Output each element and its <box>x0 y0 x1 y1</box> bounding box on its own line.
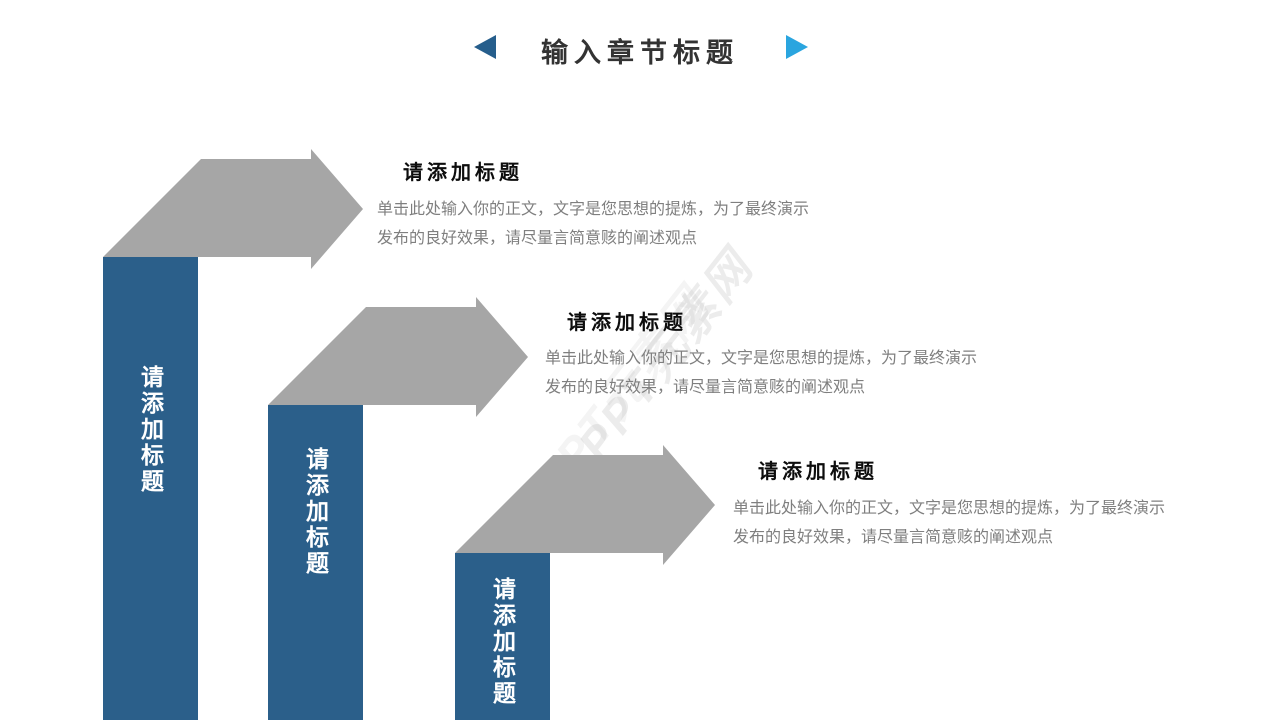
step-body-line-2: 发布的良好效果，请尽量言简意赅的阐述观点 <box>377 230 698 247</box>
step-body-line-1: 单击此处输入你的正文，文字是您思想的提炼，为了最终演示 <box>377 201 810 218</box>
step-title: 请添加标题 <box>567 312 687 334</box>
column-vertical-label: 请添加标题 <box>489 577 516 707</box>
step-arrow-shape <box>268 297 528 417</box>
step-title: 请添加标题 <box>403 162 523 184</box>
step-body-line-1: 单击此处输入你的正文，文字是您思想的提炼，为了最终演示 <box>545 350 978 367</box>
step-body-line-2: 发布的良好效果，请尽量言简意赅的阐述观点 <box>545 379 866 396</box>
step-body-line-2: 发布的良好效果，请尽量言简意赅的阐述观点 <box>733 529 1054 546</box>
step-column: 请添加标题 <box>103 257 198 720</box>
step-body: 单击此处输入你的正文，文字是您思想的提炼，为了最终演示 发布的良好效果，请尽量言… <box>377 195 809 253</box>
step-column: 请添加标题 <box>268 405 363 720</box>
next-triangle-icon <box>786 35 808 59</box>
column-vertical-label: 请添加标题 <box>302 447 329 577</box>
step-body: 单击此处输入你的正文，文字是您思想的提炼，为了最终演示 发布的良好效果，请尽量言… <box>545 344 977 402</box>
column-vertical-label: 请添加标题 <box>137 365 164 495</box>
step-arrow-shape <box>103 149 363 269</box>
step-title: 请添加标题 <box>758 461 878 483</box>
step-arrow-shape <box>455 445 715 565</box>
step-body: 单击此处输入你的正文，文字是您思想的提炼，为了最终演示 发布的良好效果，请尽量言… <box>733 494 1165 552</box>
prev-triangle-icon <box>474 35 496 59</box>
chapter-title: 输入章节标题 <box>541 38 739 68</box>
step-body-line-1: 单击此处输入你的正文，文字是您思想的提炼，为了最终演示 <box>733 500 1166 517</box>
step-column: 请添加标题 <box>455 553 550 720</box>
